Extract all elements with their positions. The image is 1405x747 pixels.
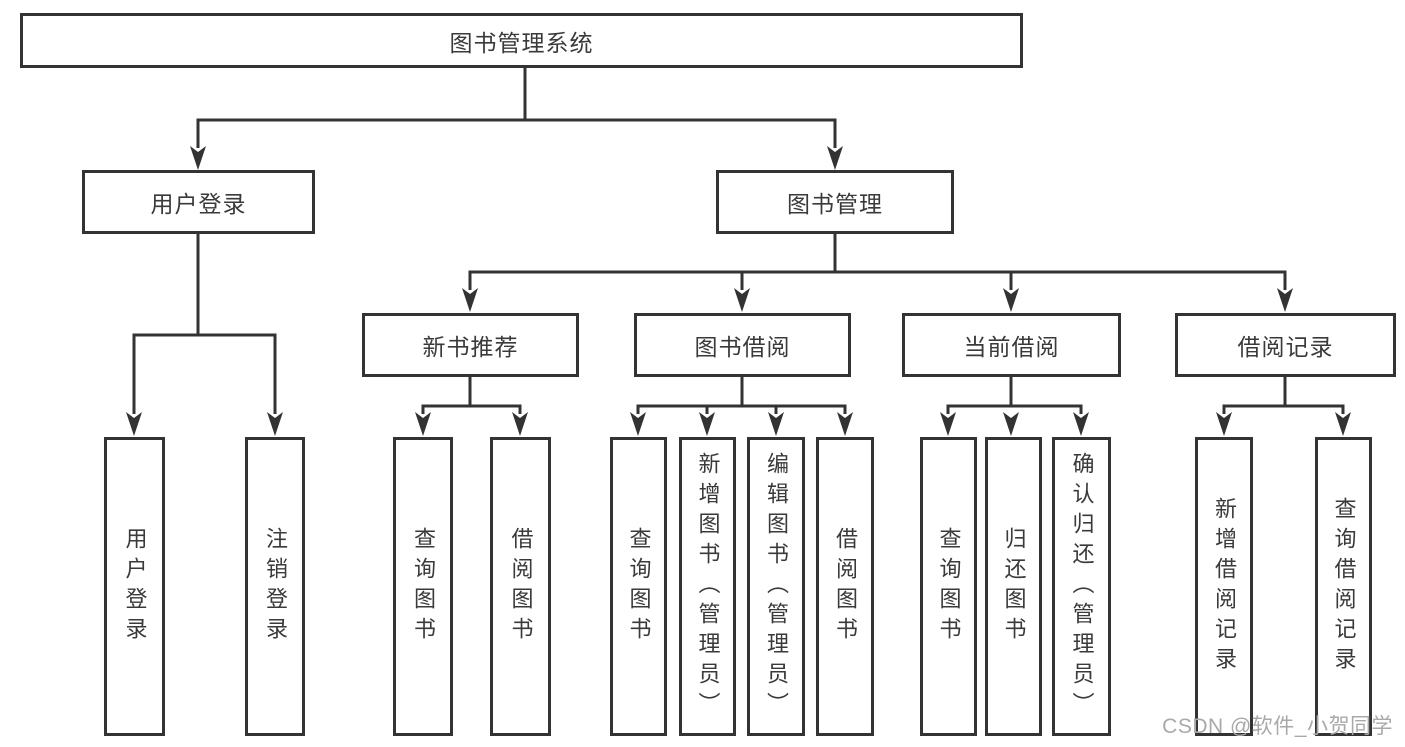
arrowhead-icon: [1216, 412, 1232, 436]
arrowhead-icon: [462, 288, 478, 312]
leaf-logout-login: 注销登录: [245, 437, 305, 736]
node-label: 用户登录: [150, 191, 247, 217]
node-label: 查询图书: [411, 526, 436, 647]
node-label: 查询借阅记录: [1331, 496, 1357, 677]
node-book-borrow: 图书借阅: [634, 313, 851, 377]
node-label: 查询图书: [626, 526, 652, 647]
node-label: 当前借阅: [963, 334, 1060, 360]
arrowhead-icon: [1335, 412, 1351, 436]
arrowhead-icon: [630, 412, 646, 436]
node-label: 图书管理系统: [449, 29, 594, 56]
arrowhead-icon: [827, 146, 843, 170]
leaf-add-borrow-record: 新增借阅记录: [1195, 437, 1253, 736]
node-label: 归还图书: [1001, 526, 1027, 647]
leaf-borrow-book-recommend: 借阅图书: [490, 437, 551, 736]
arrowhead-icon: [940, 412, 956, 436]
arrowhead-icon: [126, 412, 142, 436]
arrowhead-icon: [768, 412, 784, 436]
node-new-book-recommend: 新书推荐: [362, 313, 579, 377]
arrowhead-icon: [1073, 412, 1089, 436]
node-user-login: 用户登录: [82, 170, 315, 234]
node-label: 新书推荐: [422, 334, 519, 360]
arrowhead-icon: [837, 412, 853, 436]
arrowhead-icon: [190, 146, 206, 170]
watermark: CSDN @软件_小贺同学: [1162, 715, 1393, 738]
node-label: 图书管理: [787, 191, 883, 217]
leaf-confirm-return-admin: 确认归还（管理员）: [1052, 437, 1111, 736]
node-borrow-records: 借阅记录: [1175, 313, 1396, 377]
leaf-query-borrow-record: 查询借阅记录: [1315, 437, 1372, 736]
leaf-borrow-book: 借阅图书: [816, 437, 874, 736]
arrowhead-icon: [415, 412, 431, 436]
node-label: 查询图书: [936, 526, 962, 647]
leaf-query-book-borrow: 查询图书: [610, 437, 667, 736]
node-label: 确认归还（管理员）: [1069, 451, 1095, 722]
node-label: 借阅记录: [1237, 334, 1334, 360]
arrowhead-icon: [512, 412, 528, 436]
node-book-management: 图书管理: [716, 170, 954, 234]
node-label: 注销登录: [263, 526, 288, 647]
arrowhead-icon: [699, 412, 715, 436]
leaf-user-login: 用户登录: [104, 437, 165, 736]
node-label: 借阅图书: [833, 526, 858, 647]
arrowhead-icon: [1277, 288, 1293, 312]
node-label: 用户登录: [122, 526, 148, 647]
node-label: 新增图书（管理员）: [695, 451, 721, 722]
node-label: 编辑图书（管理员）: [764, 451, 789, 722]
arrowhead-icon: [1003, 412, 1019, 436]
leaf-edit-book-admin: 编辑图书（管理员）: [747, 437, 805, 736]
node-label: 图书借阅: [694, 334, 791, 360]
node-label: 新增借阅记录: [1212, 496, 1237, 677]
node-current-borrow: 当前借阅: [902, 313, 1121, 377]
leaf-query-book-recommend: 查询图书: [393, 437, 453, 736]
arrowhead-icon: [267, 412, 283, 436]
node-root: 图书管理系统: [20, 13, 1023, 68]
arrowhead-icon: [734, 288, 750, 312]
leaf-query-book-current: 查询图书: [920, 437, 977, 736]
leaf-add-book-admin: 新增图书（管理员）: [679, 437, 736, 736]
node-label: 借阅图书: [508, 526, 534, 647]
leaf-return-book: 归还图书: [985, 437, 1042, 736]
arrowhead-icon: [1003, 288, 1019, 312]
